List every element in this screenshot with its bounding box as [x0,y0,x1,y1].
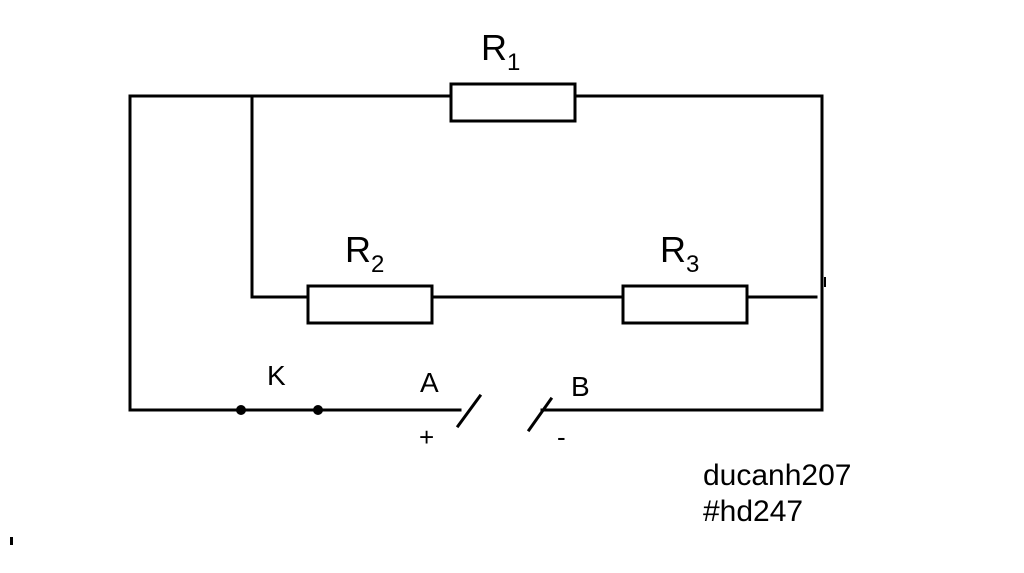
label-r2: R2 [345,229,384,278]
wires [128,94,824,412]
label-r3: R3 [660,229,699,278]
source-terminal-minus [526,396,554,433]
label-node-a: A [420,367,439,398]
resistor-r3 [621,284,749,325]
stray-mark-left [10,537,13,545]
resistor-r2 [306,284,434,325]
switch-contact-left [236,405,246,415]
resistor-r1 [449,82,577,123]
label-node-b: B [571,371,590,402]
label-minus: - [557,422,566,452]
watermark-line-2: #hd247 [703,495,804,528]
watermark-line-1: ducanh207 [703,459,852,492]
switch-contact-right [313,405,323,415]
label-plus: + [419,422,434,452]
label-r1: R1 [481,27,520,76]
watermark: ducanh207 #hd247 [703,458,851,530]
label-switch-k: K [267,360,286,391]
source-terminal-plus [455,393,483,429]
